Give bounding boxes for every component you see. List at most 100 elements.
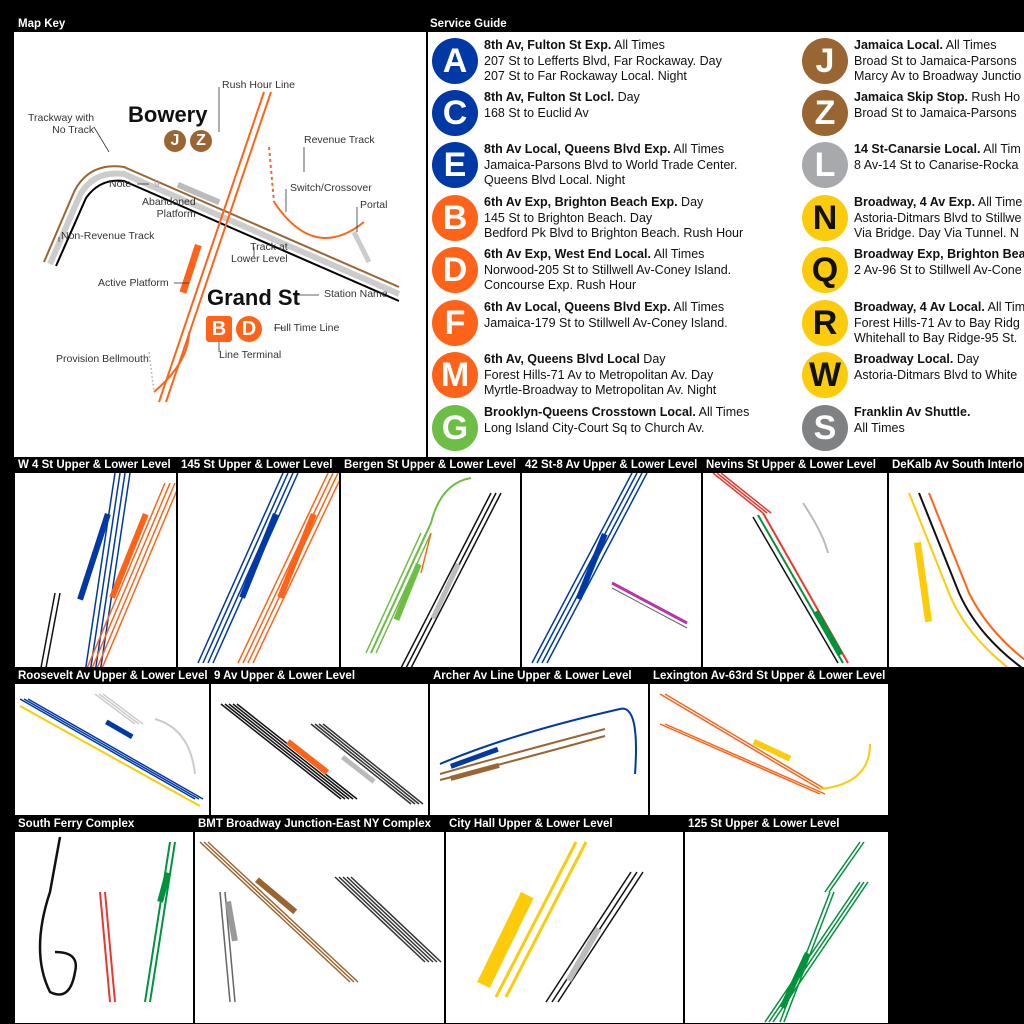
panel-r2-3-header: Lexington Av-63rd St Upper & Lower Level (649, 668, 889, 684)
note-number: 9 (154, 178, 160, 190)
panel-r1-0-panel (15, 473, 176, 667)
label-switch: Switch/Crossover (290, 182, 372, 194)
map-key-header: Map Key (14, 16, 426, 32)
label-station-name: Station Name (324, 288, 388, 300)
route-bullet-c: C (432, 90, 478, 136)
route-title: Broadway, 4 Av Exp. (854, 195, 976, 209)
panel-r1-0-diagram (40, 473, 176, 667)
route-detail: Bedford Pk Blvd to Brighton Beach. Rush … (484, 226, 744, 240)
route-bullet-r: R (802, 300, 848, 346)
route-bullet-e: E (432, 142, 478, 188)
panel-r3-1-panel (195, 832, 444, 1023)
route-bullet-b: B (432, 195, 478, 241)
route-time: All Tim (980, 142, 1021, 156)
grand-bullet-b: B (206, 316, 232, 342)
panel-r3-3-panel (685, 832, 888, 1023)
route-title: Broadway Exp, Brighton Bea (854, 247, 1024, 261)
panel-r1-3-header: 42 St-8 Av Upper & Lower Level (521, 457, 702, 473)
route-description: 8th Av Local, Queens Blvd Exp. All Times… (484, 142, 737, 189)
route-title: 8th Av, Fulton St Locl. (484, 90, 615, 104)
route-bullet-f: F (432, 300, 478, 346)
label-portal: Portal (360, 199, 388, 211)
panel-r2-3-panel (650, 684, 888, 815)
route-detail: Jamaica-179 St to Stillwell Av-Coney Isl… (484, 315, 728, 330)
route-time: All Times (611, 38, 665, 52)
route-title: Franklin Av Shuttle. (854, 405, 971, 419)
panel-r1-5-panel (889, 473, 1024, 667)
route-description: Franklin Av Shuttle.All Times (854, 405, 970, 436)
label-active-platform: Active Platform (98, 277, 169, 289)
route-bullet-m: M (432, 352, 478, 398)
panel-r3-0-panel (15, 832, 193, 1023)
route-bullet-z: Z (802, 90, 848, 136)
route-description: 6th Av Local, Queens Blvd Exp. All Times… (484, 300, 728, 331)
route-detail: Forest Hills-71 Av to Bay Ridg (854, 315, 1020, 330)
panel-r1-0-header: W 4 St Upper & Lower Level (14, 457, 177, 473)
panel-r3-0-header: South Ferry Complex (14, 816, 194, 832)
route-time: All Tim (984, 300, 1024, 314)
bowery-bullet-j: J (164, 130, 186, 152)
panel-r2-1-header: 9 Av Upper & Lower Level (210, 668, 429, 684)
route-detail: Marcy Av to Broadway Junctio (854, 69, 1022, 83)
map-key-diagram (43, 87, 401, 403)
route-bullet-w: W (802, 352, 848, 398)
panel-r2-0-diagram (19, 693, 204, 807)
panel-r3-3-header: 125 St Upper & Lower Level (684, 816, 889, 832)
grand-bullet-d: D (236, 316, 262, 342)
panel-r1-1-header: 145 St Upper & Lower Level (177, 457, 340, 473)
route-time: Day (953, 352, 980, 366)
route-time: Rush Ho (967, 90, 1021, 104)
route-detail: 207 St to Far Rockaway Local. Night (484, 69, 687, 83)
route-detail: 168 St to Euclid Av (484, 105, 589, 120)
route-title: Brooklyn-Queens Crosstown Local. (484, 405, 696, 419)
label-revenue-track: Revenue Track (304, 134, 375, 146)
route-time: Day (639, 352, 666, 366)
panel-r2-1-panel (211, 684, 428, 815)
route-title: Broadway Local. (854, 352, 954, 366)
route-detail: Forest Hills-71 Av to Metropolitan Av. D… (484, 367, 714, 382)
route-detail: Astoria-Ditmars Blvd to Stillwe (854, 210, 1022, 225)
map-key-panel: Rush Hour Line Trackway with No Track Bo… (14, 32, 426, 457)
service-guide-header: Service Guide (426, 16, 1024, 32)
panel-r1-2-header: Bergen St Upper & Lower Level (340, 457, 521, 473)
route-detail: Norwood-205 St to Stillwell Av-Coney Isl… (484, 262, 732, 277)
panel-r2-2-diagram (439, 707, 637, 781)
panel-r1-1-panel (178, 473, 339, 667)
route-detail: 207 St to Lefferts Blvd, Far Rockaway. D… (484, 53, 722, 68)
panel-r1-5-diagram (908, 492, 1024, 667)
route-detail: Via Bridge. Day Via Tunnel. N (854, 226, 1019, 240)
label-line-terminal: Line Terminal (219, 349, 282, 361)
route-title: 6th Av Exp, Brighton Beach Exp. (484, 195, 678, 209)
route-time: All Times (942, 38, 997, 52)
route-title: Jamaica Local. (854, 38, 943, 52)
route-detail: 145 St to Brighton Beach. Day (484, 210, 653, 225)
panel-r2-0-panel (15, 684, 209, 815)
route-detail: Long Island City-Court Sq to Church Av. (484, 420, 705, 435)
panel-r3-2-diagram (477, 841, 644, 1003)
route-title: 8th Av, Fulton St Exp. (484, 38, 612, 52)
panel-r3-3-diagram (764, 841, 869, 1023)
route-title: 6th Av Local, Queens Blvd Exp. (484, 300, 671, 314)
label-trackway: Trackway with No Track (28, 112, 95, 136)
panel-r2-0-header: Roosevelt Av Upper & Lower Level (14, 668, 210, 684)
label-provision-bellmouth: Provision Bellmouth (56, 353, 149, 365)
route-detail: Broad St to Jamaica-Parsons (854, 53, 1017, 68)
route-title: 8th Av Local, Queens Blvd Exp. (484, 142, 671, 156)
route-time: All Times (695, 405, 750, 419)
route-title: 6th Av, Queens Blvd Local (484, 352, 640, 366)
route-bullet-d: D (432, 247, 478, 293)
